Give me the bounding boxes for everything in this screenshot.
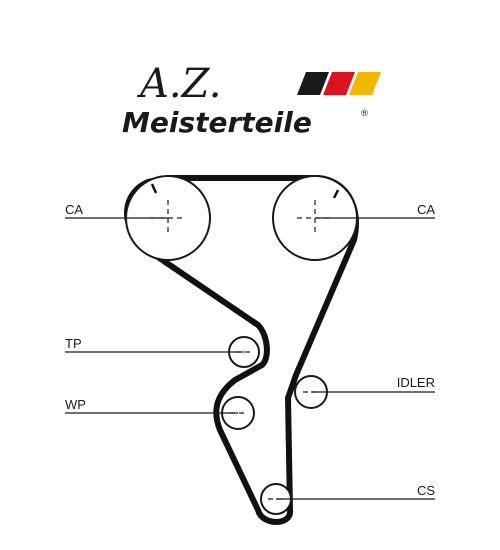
label-cs: CS xyxy=(417,483,435,498)
flag-stripe-red xyxy=(323,72,355,95)
brand-wordmark: Meisterteile xyxy=(122,106,312,139)
label-ca-right: CA xyxy=(417,202,435,217)
flag-stripe-gold xyxy=(349,72,381,95)
registered-mark: ® xyxy=(360,109,369,119)
brand-logo: A.Z. Meisterteile ® xyxy=(122,61,381,139)
timing-mark-right xyxy=(332,189,340,199)
timing-mark-left xyxy=(150,183,158,194)
label-wp: WP xyxy=(65,397,86,412)
label-idler: IDLER xyxy=(397,375,435,390)
label-ca-left: CA xyxy=(65,202,83,217)
label-tp: TP xyxy=(65,336,82,351)
brand-monogram: A.Z. xyxy=(136,61,221,107)
flag-stripe-black xyxy=(297,72,329,95)
flag-stripes-icon xyxy=(297,72,381,95)
